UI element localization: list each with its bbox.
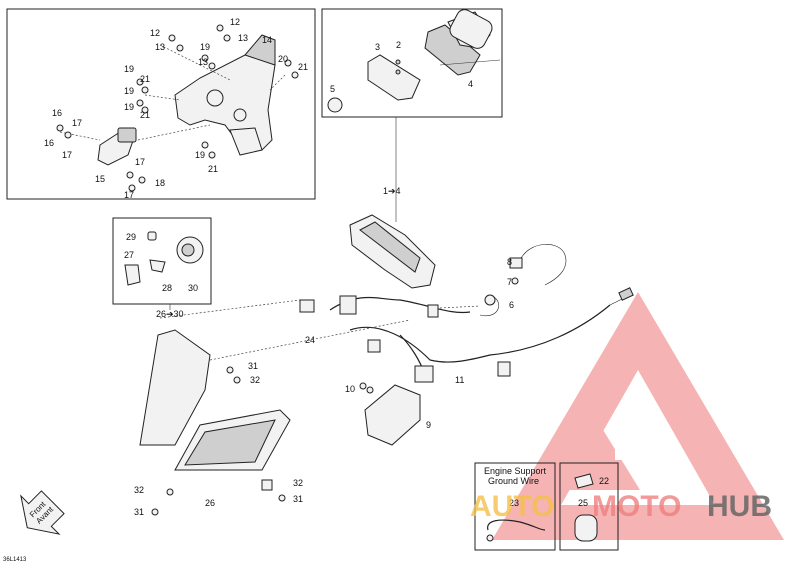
- bracket-assembly: [56, 24, 299, 192]
- watermark-text: AUTO MOTO HUB: [470, 490, 772, 523]
- callout-6: 6: [509, 300, 514, 310]
- callout-13c: 13: [198, 57, 208, 67]
- reference-code: 36L1413: [3, 557, 27, 563]
- callout-13b: 13: [238, 33, 248, 43]
- callout-10: 10: [345, 384, 355, 394]
- bracket-callouts: 12 13 12 13 14 19 13 20 21 19 21 19 19 2…: [44, 17, 308, 200]
- ground-box-title-2: Ground Wire: [488, 476, 539, 486]
- front-direction-arrow: Front Avant: [20, 490, 65, 535]
- callout-16b: 16: [44, 138, 54, 148]
- callout-4: 4: [468, 79, 473, 89]
- callout-11: 11: [455, 375, 464, 385]
- callout-3: 3: [375, 42, 380, 52]
- callout-17a: 17: [72, 118, 82, 128]
- watermark-moto: MOTO: [592, 490, 681, 523]
- headlight-housing: [139, 299, 411, 471]
- callout-21c: 21: [140, 110, 150, 120]
- ground-box-title-1: Engine Support: [484, 466, 547, 476]
- callout-8: 8: [507, 257, 512, 267]
- callout-21b: 21: [140, 74, 150, 84]
- headlight-parts-box: [112, 217, 212, 305]
- callout-19e: 19: [195, 150, 205, 160]
- callout-17d: 17: [124, 190, 134, 200]
- callout-2: 2: [396, 40, 401, 50]
- callout-31c: 31: [293, 494, 303, 504]
- callout-13: 13: [155, 42, 165, 52]
- voltage-regulator: [359, 382, 421, 446]
- watermark-logo: [492, 292, 784, 540]
- callout-18: 18: [155, 178, 165, 188]
- callout-28: 28: [162, 283, 172, 293]
- callout-17b: 17: [62, 150, 72, 160]
- wiring-harness: [299, 244, 634, 383]
- callout-19c: 19: [124, 86, 134, 96]
- callout-20: 20: [278, 54, 288, 64]
- callout-23: 23: [509, 498, 519, 508]
- callout-26-to-30: 26➔30: [156, 309, 184, 319]
- cluster-box: [321, 8, 503, 118]
- watermark-auto: AUTO: [470, 490, 554, 523]
- callout-14: 14: [262, 35, 272, 45]
- callout-21a: 21: [298, 62, 308, 72]
- headlight-parts: [124, 231, 204, 286]
- callout-16a: 16: [52, 108, 62, 118]
- callout-31b: 31: [134, 507, 144, 517]
- callout-32c: 32: [293, 478, 303, 488]
- callout-17c: 17: [135, 157, 145, 167]
- callout-22: 22: [599, 476, 609, 486]
- ground-wire-box: [474, 462, 556, 551]
- callout-29: 29: [126, 232, 136, 242]
- terminal-box: [559, 462, 619, 551]
- callout-32a: 32: [250, 375, 260, 385]
- callout-32b: 32: [134, 485, 144, 495]
- callout-26: 26: [205, 498, 215, 508]
- callout-27: 27: [124, 250, 134, 260]
- cluster-parts: [327, 9, 501, 113]
- instrument-cluster: [349, 214, 436, 289]
- watermark-hub: HUB: [707, 490, 772, 523]
- callout-30: 30: [188, 283, 198, 293]
- callout-21d: 21: [208, 164, 218, 174]
- bracket-assembly-box: [6, 8, 316, 200]
- callout-9: 9: [426, 420, 431, 430]
- callout-31a: 31: [248, 361, 258, 371]
- callout-7: 7: [507, 277, 512, 287]
- callout-12: 12: [150, 28, 160, 38]
- callout-1-to-4: 1➔4: [383, 186, 401, 196]
- callout-12b: 12: [230, 17, 240, 27]
- callout-19a: 19: [200, 42, 210, 52]
- callout-19d: 19: [124, 102, 134, 112]
- callout-25: 25: [578, 498, 588, 508]
- callout-15: 15: [95, 174, 105, 184]
- callout-19b: 19: [124, 64, 134, 74]
- callout-5: 5: [330, 84, 335, 94]
